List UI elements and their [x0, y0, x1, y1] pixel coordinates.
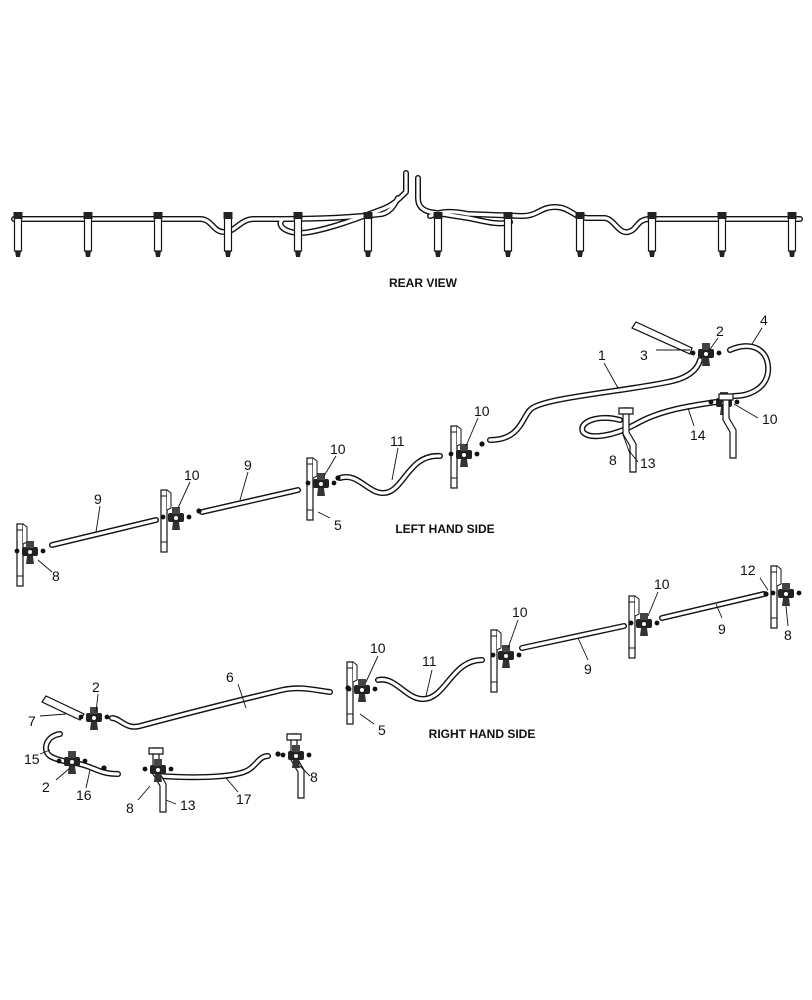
- callout: 11: [422, 653, 437, 669]
- callout: 2: [716, 323, 724, 339]
- callout: 8: [310, 769, 318, 785]
- callout: 10: [512, 604, 528, 620]
- callout: 15: [24, 751, 40, 767]
- callout: 10: [370, 640, 386, 656]
- callout: 11: [390, 433, 405, 449]
- callout: 8: [609, 452, 617, 468]
- rear-view-assembly: [11, 170, 803, 258]
- callout: 9: [94, 491, 102, 507]
- callout: 3: [640, 347, 648, 363]
- callout: 10: [184, 467, 200, 483]
- right-leader-lines: [39, 577, 789, 805]
- callout: 10: [762, 411, 778, 427]
- callout: 8: [52, 568, 60, 584]
- caption-left-hand-side: LEFT HAND SIDE: [395, 522, 494, 536]
- callout: 16: [76, 787, 92, 803]
- callout: 7: [28, 713, 36, 729]
- left-leader-lines: [37, 327, 763, 573]
- left-hand-side-assembly: [14, 321, 772, 587]
- callout: 6: [226, 669, 234, 685]
- callout: 5: [334, 517, 342, 533]
- caption-right-hand-side: RIGHT HAND SIDE: [429, 727, 536, 741]
- callout: 8: [126, 800, 134, 816]
- callout: 4: [760, 312, 768, 328]
- callout: 9: [584, 661, 592, 677]
- right-hand-side-assembly: [41, 565, 802, 813]
- right-callouts: 12 8 10 9 10 9 10 11 5 6 2 7 15 2 16 8 1…: [24, 562, 792, 816]
- callout: 10: [330, 441, 346, 457]
- callout: 2: [42, 779, 50, 795]
- callout: 5: [378, 722, 386, 738]
- left-callouts: 1 2 3 4 10 14 8 13 10 11 10 5 9 10 9 8: [52, 312, 778, 584]
- callout: 9: [244, 457, 252, 473]
- callout: 8: [784, 627, 792, 643]
- caption-rear-view: REAR VIEW: [389, 276, 458, 290]
- callout: 13: [640, 455, 656, 471]
- callout: 12: [740, 562, 756, 578]
- callout: 17: [236, 791, 252, 807]
- callout: 13: [180, 797, 196, 813]
- callout: 10: [474, 403, 490, 419]
- callout: 14: [690, 427, 706, 443]
- callout: 1: [598, 347, 606, 363]
- callout: 2: [92, 679, 100, 695]
- callout: 10: [654, 576, 670, 592]
- callout: 9: [718, 621, 726, 637]
